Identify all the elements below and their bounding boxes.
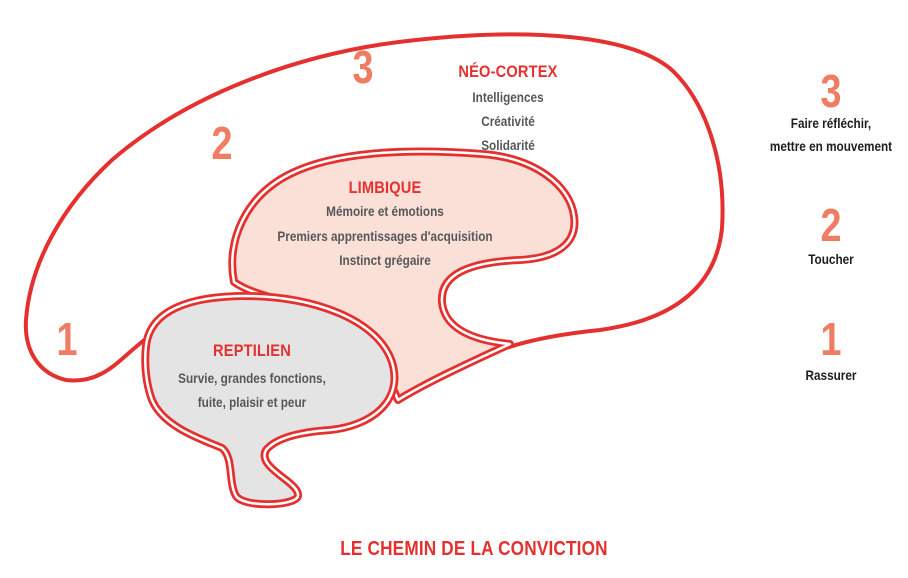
reptilian-title: REPTILIEN [213,341,291,360]
limbic-line: Premiers apprentissages d'acquisition [277,228,493,244]
limbic-line: Mémoire et émotions [326,203,444,219]
limbic-line: Instinct grégaire [339,252,431,268]
neocortex-line: Solidarité [481,137,535,153]
step-number-2: 2 [820,199,842,251]
neocortex-line: Intelligences [472,89,544,105]
step-number-3: 3 [820,65,842,117]
brain-number-1: 1 [56,313,78,365]
neocortex-title: NÉO-CORTEX [458,62,558,81]
reptilian-line: fuite, plaisir et peur [197,394,307,410]
brain-number-3: 3 [352,41,374,93]
neocortex-line: Créativité [481,113,535,129]
step-number-1: 1 [820,313,842,365]
step-label: Rassurer [805,367,857,383]
step-label: mettre en mouvement [769,138,893,154]
reptilian-inner-line [144,294,396,506]
reptilian-line: Survie, grandes fonctions, [178,370,326,386]
diagram-caption: LE CHEMIN DE LA CONVICTION [340,538,608,560]
step-label: Faire réfléchir, [790,115,872,131]
step-label: Toucher [808,251,854,267]
limbic-title: LIMBIQUE [348,178,422,197]
brain-number-2: 2 [211,117,233,169]
